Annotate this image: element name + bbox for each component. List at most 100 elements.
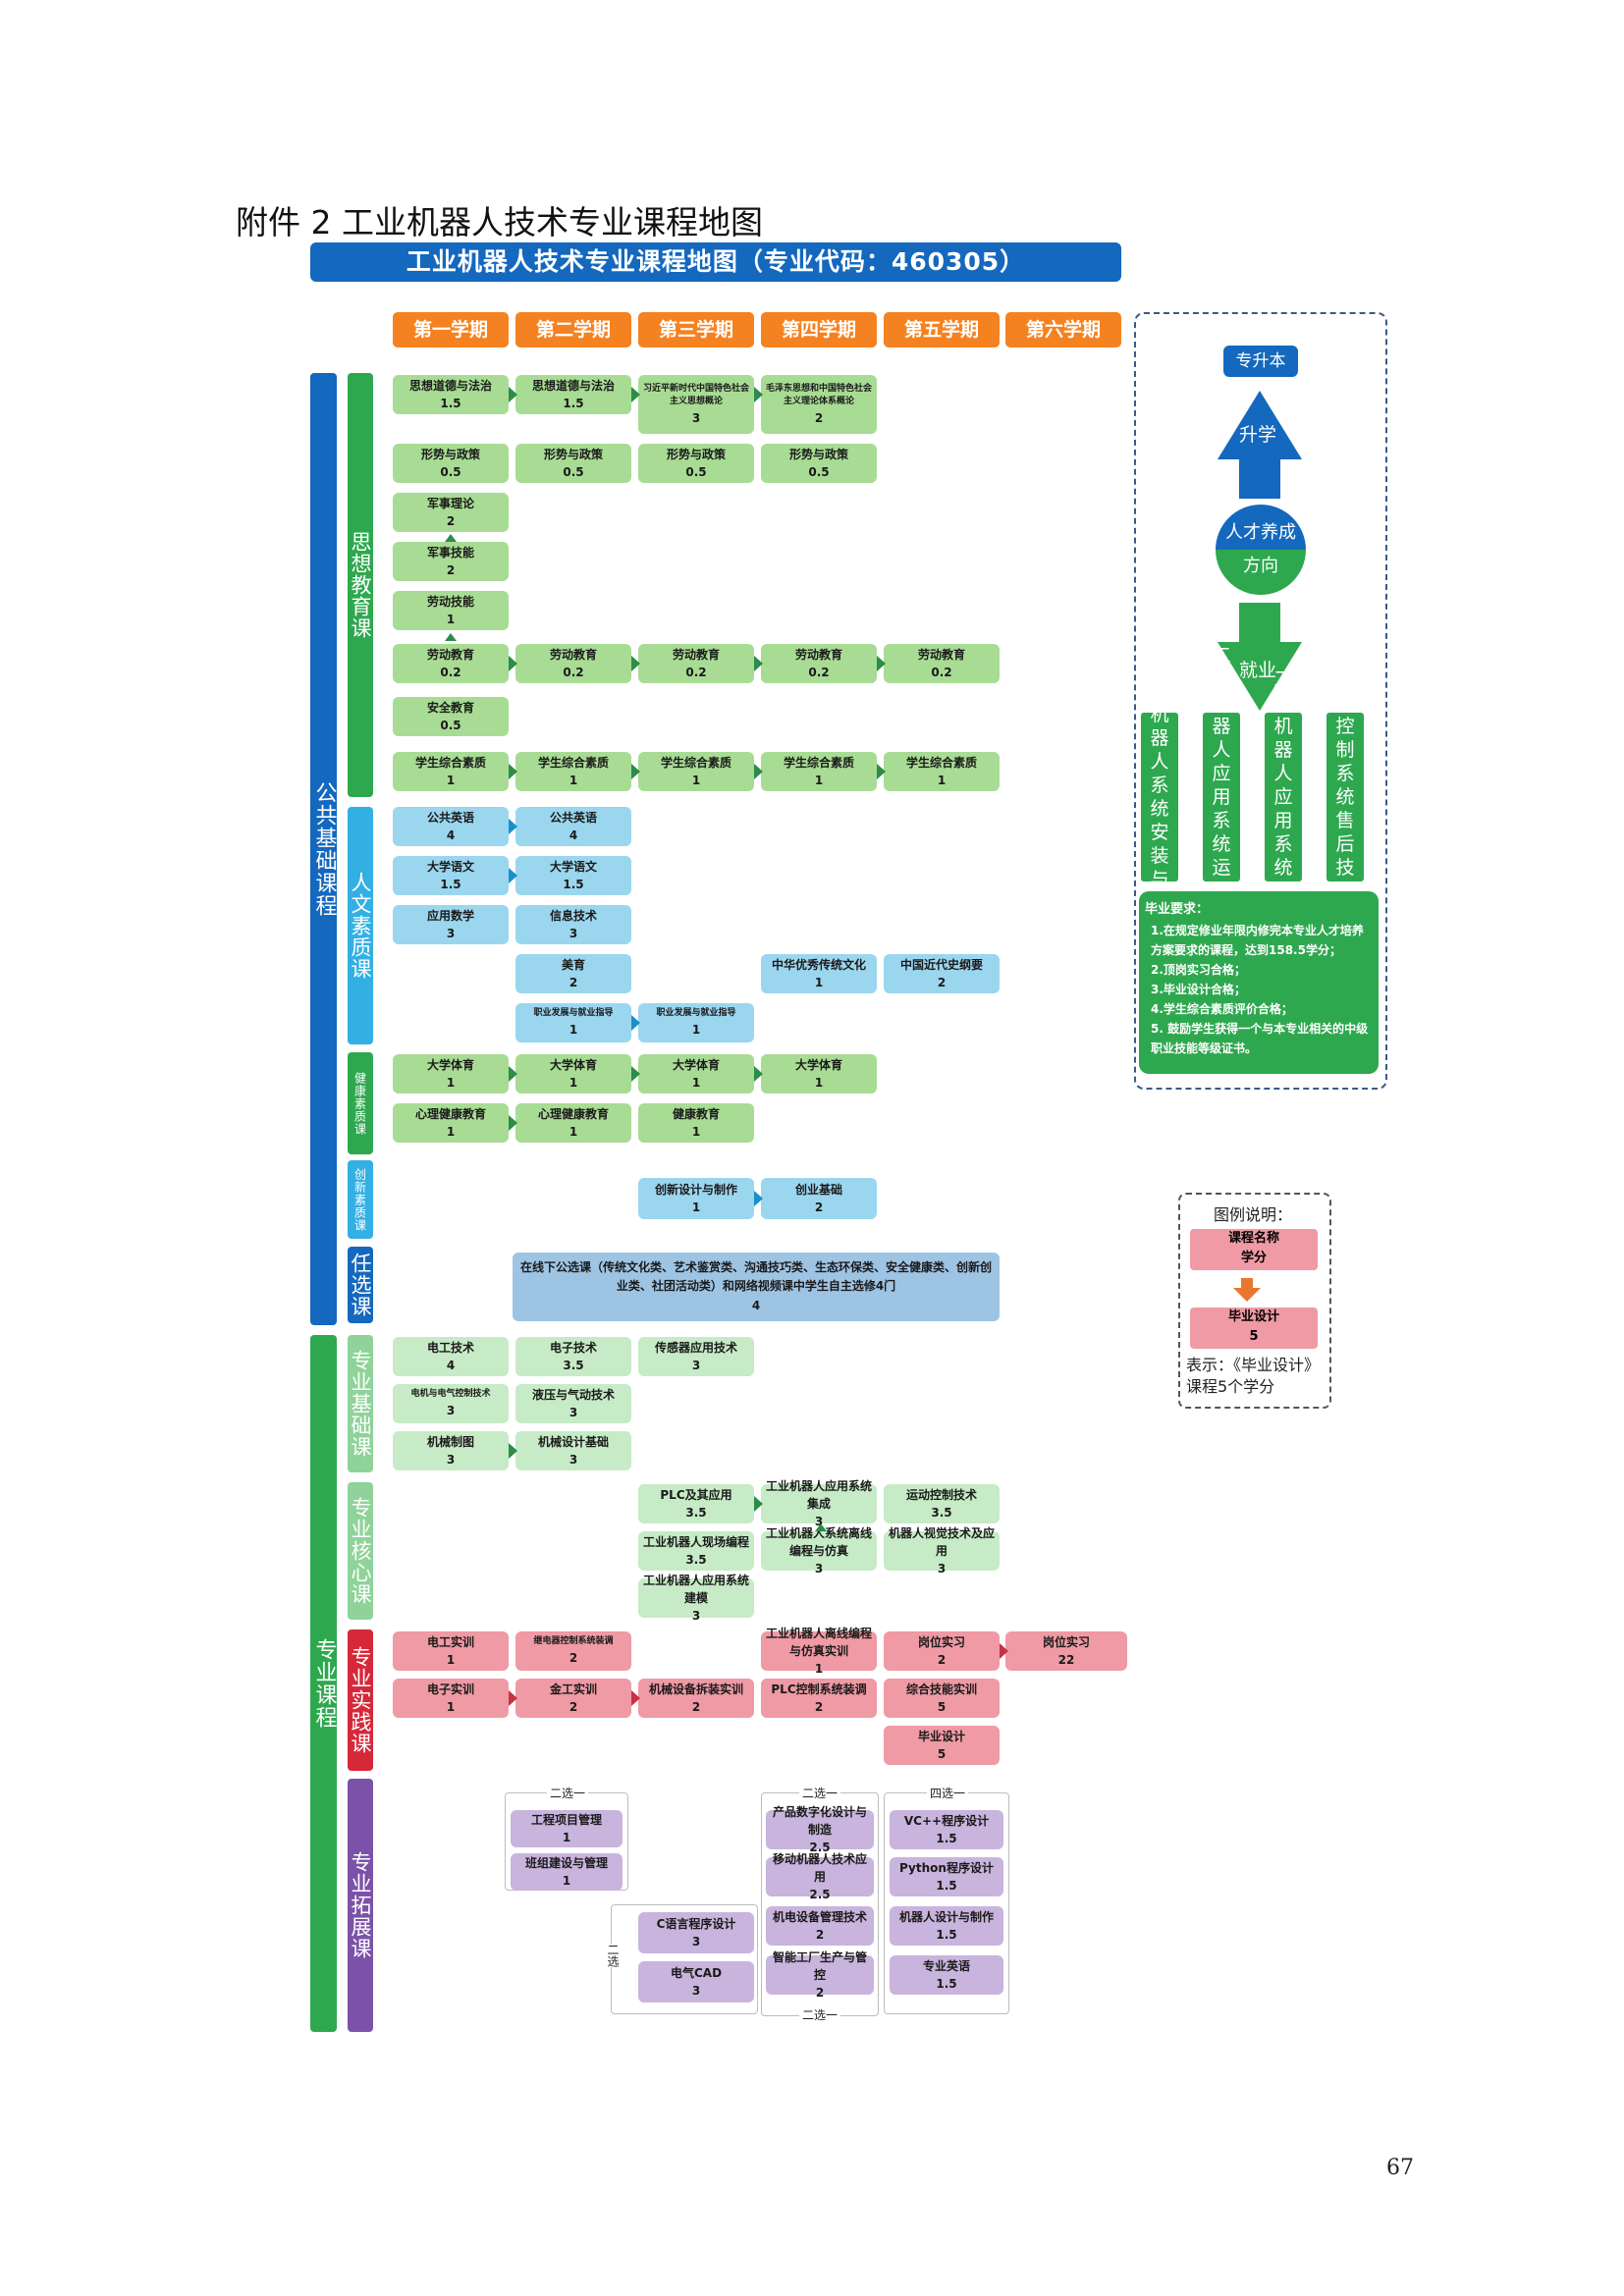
down-arrow-icon — [1218, 603, 1302, 711]
document-title: 附件 2 工业机器人技术专业课程地图 — [236, 203, 763, 241]
map-banner: 工业机器人技术专业课程地图（专业代码：460305） — [310, 242, 1121, 282]
grad-item: 2.顶岗实习合格； — [1151, 963, 1246, 977]
grad-item: 3.毕业设计合格； — [1151, 983, 1246, 996]
category-elective: 任选课 — [348, 1247, 373, 1323]
select-label: 四选一 — [927, 1787, 969, 1800]
arrow-up-icon — [445, 534, 457, 542]
arrow-right-icon — [631, 764, 640, 779]
arrow-right-icon — [509, 387, 517, 402]
arrow-right-icon — [509, 868, 517, 883]
legend-example-card: 课程名称学分 — [1190, 1229, 1318, 1270]
arrow-right-icon — [754, 1066, 763, 1082]
upgrade-label: 升学 — [1239, 424, 1277, 446]
upgrade-top-label: 专升本 — [1223, 346, 1298, 377]
grad-title: 毕业要求： — [1145, 902, 1210, 917]
semester-6: 第六学期 — [1005, 312, 1121, 347]
arrow-right-icon — [631, 1066, 640, 1082]
graduation-requirements: 毕业要求： 1.在规定修业年限内修完本专业人才培养方案要求的课程，达到158.5… — [1139, 891, 1379, 1074]
job-direction: 工业机器人应用系统运行维护 — [1203, 645, 1240, 949]
employment-label: 就业 — [1239, 660, 1277, 681]
category-innovation: 创新素质课 — [348, 1160, 373, 1239]
select-label: 二选一 — [799, 1787, 841, 1800]
semester-5: 第五学期 — [884, 312, 1000, 347]
category-major-basic: 专业基础课 — [348, 1335, 373, 1472]
arrow-right-icon — [754, 1496, 763, 1512]
select-label: 二选一 — [799, 2008, 841, 2022]
page-number: 67 — [1386, 2156, 1414, 2180]
arrow-right-icon — [509, 1690, 517, 1706]
grad-item: 1.在规定修业年限内修完本专业人才培养方案要求的课程，达到158.5学分； — [1151, 924, 1364, 957]
category-major-practice: 专业实践课 — [348, 1629, 373, 1771]
grad-item: 5. 鼓励学生获得一个与本专业相关的中级职业技能等级证书。 — [1151, 1022, 1369, 1055]
arrow-up-icon — [445, 633, 457, 641]
semester-1: 第一学期 — [393, 312, 509, 347]
select-label: 二选一 — [547, 1787, 589, 1800]
grad-item: 4.学生综合素质评价合格； — [1151, 1002, 1293, 1016]
arrow-right-icon — [754, 387, 763, 402]
arrow-right-icon — [754, 764, 763, 779]
legend-title: 图例说明： — [1214, 1205, 1293, 1224]
job-direction: 自动化控制系统售后技术服务 — [1326, 645, 1364, 949]
arrow-right-icon — [754, 1191, 763, 1206]
category-humanities: 人文素质课 — [348, 807, 373, 1044]
arrow-right-icon — [877, 656, 886, 671]
arrow-right-icon — [509, 819, 517, 834]
career-panel — [1134, 312, 1387, 1090]
job-direction: 工业机器人系统安装与调试 — [1141, 657, 1178, 937]
up-arrow-icon — [1218, 391, 1302, 499]
arrow-right-icon — [509, 1115, 517, 1131]
arrow-right-icon — [754, 656, 763, 671]
category-ideology: 思想教育课 — [348, 373, 373, 797]
select-label: 二选 — [605, 1944, 623, 1967]
semester-4: 第四学期 — [761, 312, 877, 347]
arrow-right-icon — [1000, 1643, 1008, 1659]
